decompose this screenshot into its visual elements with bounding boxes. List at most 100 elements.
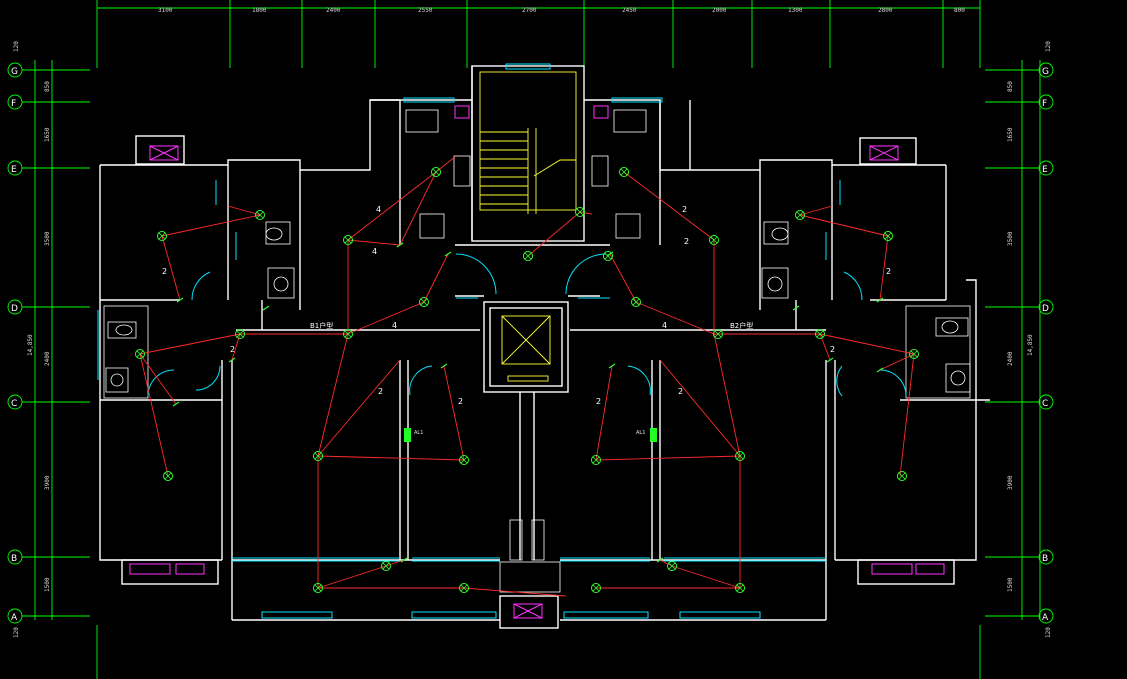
wire-run [609,253,637,303]
axis-E-left: E [11,165,17,175]
ceiling-lamp-icon [163,471,173,481]
wire-run [635,301,715,335]
top-dim-10: 800 [954,7,965,14]
ceiling-lamp-icon [343,329,353,339]
sanitary-fixtures [105,109,971,593]
axis-A-left: A [11,613,18,623]
ceiling-lamp-icon [631,297,641,307]
stair-icon [479,71,577,214]
right-dim-4: 3500 [1007,231,1014,246]
wire-run [423,253,449,303]
washbasin-icon [945,363,971,393]
axis-bubbles-right: G F E D C B A [1038,62,1054,624]
wire-run [595,455,741,461]
wire-run [623,171,715,241]
wire-run [317,359,401,457]
wire-run [139,333,241,355]
wire-count: 2 [678,387,683,396]
wire-count: 2 [684,237,689,246]
right-dim-2: 850 [1007,81,1014,92]
wire-count: 4 [376,205,381,214]
top-dim-1: 3100 [158,7,173,14]
wire-run [317,565,387,589]
wire-run [347,171,437,241]
ceiling-lamp-icon [459,583,469,593]
right-overall: 14,850 [1027,334,1034,356]
ceiling-lamp-icon [735,583,745,593]
axis-C-left: C [11,399,17,409]
axis-A-right: A [1042,613,1049,623]
wire-run [659,359,741,457]
wire-run [161,235,181,301]
switch-icon [826,357,834,363]
wiring [139,155,915,597]
windows [97,63,841,619]
wire-count: 4 [662,321,667,330]
panel-label-left: AL1 [414,430,423,436]
ceiling-lamp-icon [909,349,919,359]
top-dim-2: 1800 [252,7,267,14]
wire-count: 2 [162,267,167,276]
unit-label-b2: B2户型 [730,321,753,330]
ceiling-lamp-icon [883,231,893,241]
wire-count: 2 [596,397,601,406]
switch-icon [400,557,408,563]
left-dim-5: 2400 [44,351,51,366]
right-dim-5: 2400 [1007,351,1014,366]
wire-run [161,214,261,237]
ceiling-lamp-icon [255,210,265,220]
wire-run [347,239,401,246]
switch-icon [262,305,270,311]
axis-G-right: G [1042,67,1049,77]
wire-count: 2 [886,267,891,276]
distribution-panel-icon: AL1 AL1 [404,428,657,442]
ceiling-lamp-icon [419,297,429,307]
ceiling-lamp-icon [897,471,907,481]
washbasin-icon [761,267,789,299]
left-dim-3: 1650 [44,127,51,142]
switch-icon [228,357,236,363]
ceiling-lamp-icon [381,561,391,571]
unit-labels: B1户型 B2户型 [310,321,753,330]
top-dim-4: 2550 [418,7,433,14]
left-dimensions: 120 850 1650 3500 2400 3900 1500 120 14,… [13,41,51,638]
axis-D-left: D [11,304,18,314]
ceiling-lamp-icon [815,329,825,339]
wire-counts: 2 2 4 4 4 4 2 2 2 2 2 2 2 2 [162,205,891,406]
axis-E-right: E [1042,165,1048,175]
left-dim-6: 3900 [44,475,51,490]
top-dimensions: 3100 1800 2400 2550 2700 2450 2000 1300 … [158,7,965,14]
panel-label-right: AL1 [636,430,645,436]
wire-count: 2 [230,345,235,354]
wire-run [879,353,915,371]
wire-run [399,171,437,246]
wire-count: 2 [458,397,463,406]
right-dim-8: 120 [1045,627,1052,638]
switch-icon [172,401,180,407]
axis-G-left: G [11,67,18,77]
wire-run [227,205,261,216]
walls [99,65,990,629]
washbasin-icon [105,367,129,393]
wire-run [879,235,889,301]
axis-B-left: B [11,554,17,564]
ceiling-lamp-icon [523,251,533,261]
switch-icon [396,242,404,248]
wire-run [579,211,593,215]
switch-icon [176,297,184,303]
ceiling-lamp-icon [157,231,167,241]
ceiling-lamp-icon [795,210,805,220]
wire-run [139,353,169,477]
left-dim-8: 120 [13,627,20,638]
ceiling-lamp-icon [735,451,745,461]
top-dim-8: 1300 [788,7,803,14]
ceiling-lamp-icon [235,329,245,339]
axis-B-right: B [1042,554,1048,564]
switch-icon [608,363,616,369]
elevator-icon [501,315,551,382]
axis-C-right: C [1042,399,1048,409]
left-dim-4: 3500 [44,231,51,246]
wire-count: 4 [372,247,377,256]
washbasin-icon [267,267,295,299]
